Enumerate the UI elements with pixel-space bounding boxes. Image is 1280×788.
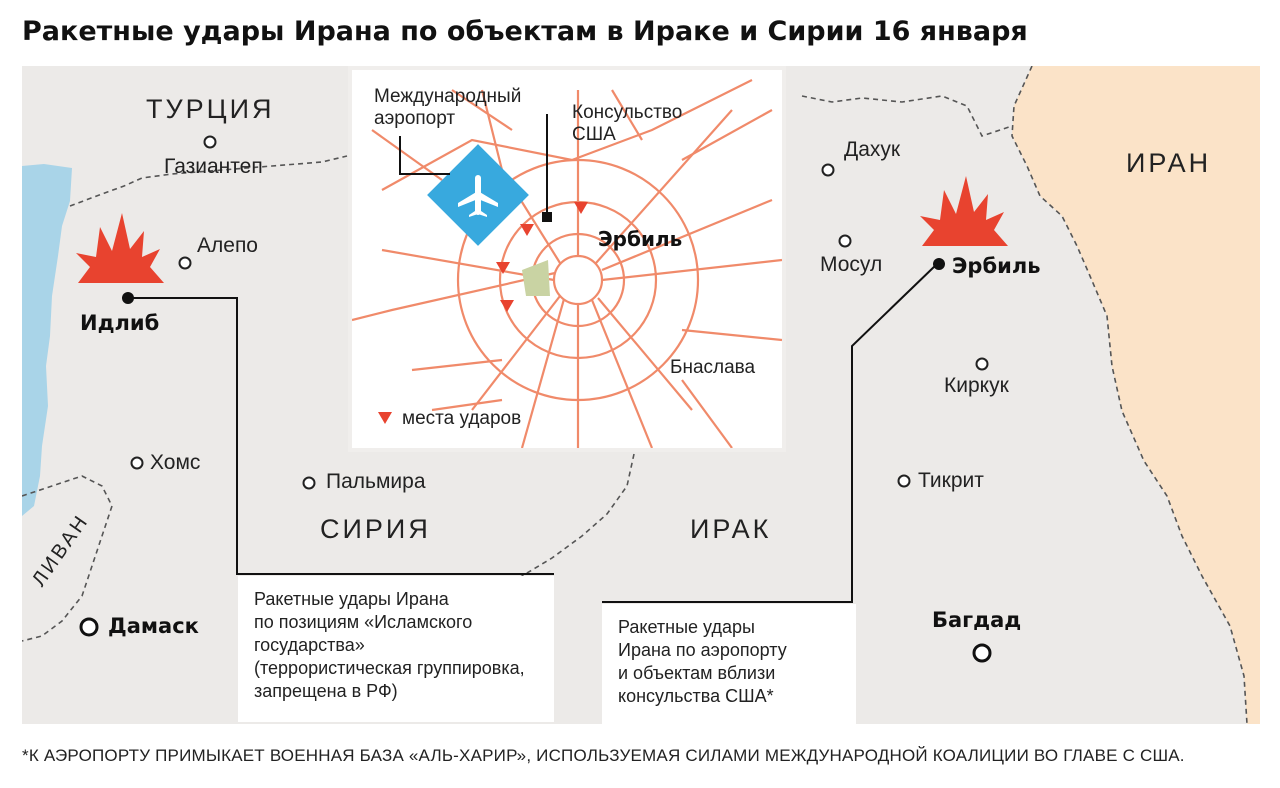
city-gaziantep: Газиантеп bbox=[164, 155, 263, 178]
city-mosul: Мосул bbox=[820, 253, 883, 276]
city-kirkuk: Киркук bbox=[944, 374, 1009, 397]
country-iraq: ИРАК bbox=[690, 514, 772, 544]
idlib-leader-line bbox=[128, 297, 554, 575]
country-iran: ИРАН bbox=[1126, 148, 1212, 178]
note-line: запрещена в РФ) bbox=[254, 681, 398, 701]
syria-strike-note: Ракетные удары Ирана по позициям «Исламс… bbox=[238, 576, 554, 722]
city-dot-icon bbox=[975, 357, 989, 371]
turkey-iraq-border bbox=[801, 95, 1013, 137]
footnote: *К АЭРОПОРТУ ПРИМЫКАЕТ ВОЕННАЯ БАЗА «АЛЬ… bbox=[22, 746, 1185, 765]
city-dot-icon bbox=[122, 292, 134, 304]
strike-marker-icon bbox=[378, 412, 392, 424]
district-label: Бнаслава bbox=[670, 357, 756, 378]
city-palmyra: Пальмира bbox=[326, 470, 426, 493]
lebanon-border bbox=[22, 475, 113, 642]
note-line: Ирана по аэропорту bbox=[618, 640, 787, 660]
country-syria: СИРИЯ bbox=[320, 514, 431, 544]
park-area bbox=[522, 260, 550, 296]
inset-city-label: Эрбиль bbox=[598, 227, 683, 251]
airport-label-line1: Международный bbox=[374, 86, 522, 107]
iran-territory bbox=[1012, 66, 1260, 724]
erbil-inset-map: Международный аэропорт Консульство США Э… bbox=[348, 66, 786, 452]
sea bbox=[22, 164, 72, 516]
note-line: Ракетные удары Ирана bbox=[254, 589, 449, 609]
city-dot-icon bbox=[178, 256, 192, 270]
strike-legend-label: места ударов bbox=[402, 408, 522, 429]
note-line: Ракетные удары bbox=[618, 617, 755, 637]
city-idlib: Идлиб bbox=[80, 311, 160, 335]
city-dot-icon bbox=[897, 474, 911, 488]
note-line: консульства США* bbox=[618, 686, 774, 706]
city-dot-icon bbox=[838, 234, 852, 248]
strike-marker-icon bbox=[496, 202, 588, 312]
city-dot-icon bbox=[130, 456, 144, 470]
erbil-leader-line bbox=[602, 263, 938, 603]
explosion-icon bbox=[920, 176, 1008, 246]
airport-label: Международный аэропорт bbox=[374, 86, 521, 130]
map-title: Ракетные удары Ирана по объектам в Ираке… bbox=[22, 16, 1028, 47]
airport-icon bbox=[427, 144, 529, 246]
city-erbil: Эрбиль bbox=[952, 254, 1041, 278]
city-aleppo: Алепо bbox=[197, 234, 258, 257]
note-line: (террористическая группировка, bbox=[254, 658, 525, 678]
consulate-label-line2: США bbox=[572, 124, 616, 145]
explosion-icon bbox=[76, 213, 164, 283]
inset-streets bbox=[352, 79, 782, 448]
city-dahuk: Дахук bbox=[844, 138, 901, 161]
city-dot-icon bbox=[933, 258, 945, 270]
city-dot-icon bbox=[821, 163, 835, 177]
city-baghdad: Багдад bbox=[932, 608, 1022, 632]
consulate-icon bbox=[542, 212, 552, 222]
capital-icon bbox=[79, 617, 99, 637]
city-tikrit: Тикрит bbox=[918, 469, 984, 492]
map-base bbox=[22, 66, 1260, 724]
city-dot-icon bbox=[302, 476, 316, 490]
note-line: государства» bbox=[254, 635, 365, 655]
note-line: по позициям «Исламского bbox=[254, 612, 473, 632]
city-homs: Хомс bbox=[150, 451, 201, 474]
city-damascus: Дамаск bbox=[108, 614, 199, 638]
city-dot-icon bbox=[203, 135, 217, 149]
iraq-strike-note: Ракетные удары Ирана по аэропорту и объе… bbox=[602, 604, 856, 724]
capital-icon bbox=[972, 643, 992, 663]
note-line: и объектам вблизи bbox=[618, 663, 776, 683]
iran-iraq-border bbox=[1011, 66, 1248, 724]
country-turkey: ТУРЦИЯ bbox=[146, 94, 275, 124]
airport-label-line2: аэропорт bbox=[374, 108, 456, 129]
consulate-label: Консульство США bbox=[572, 102, 682, 146]
consulate-label-line1: Консульство bbox=[572, 102, 683, 123]
